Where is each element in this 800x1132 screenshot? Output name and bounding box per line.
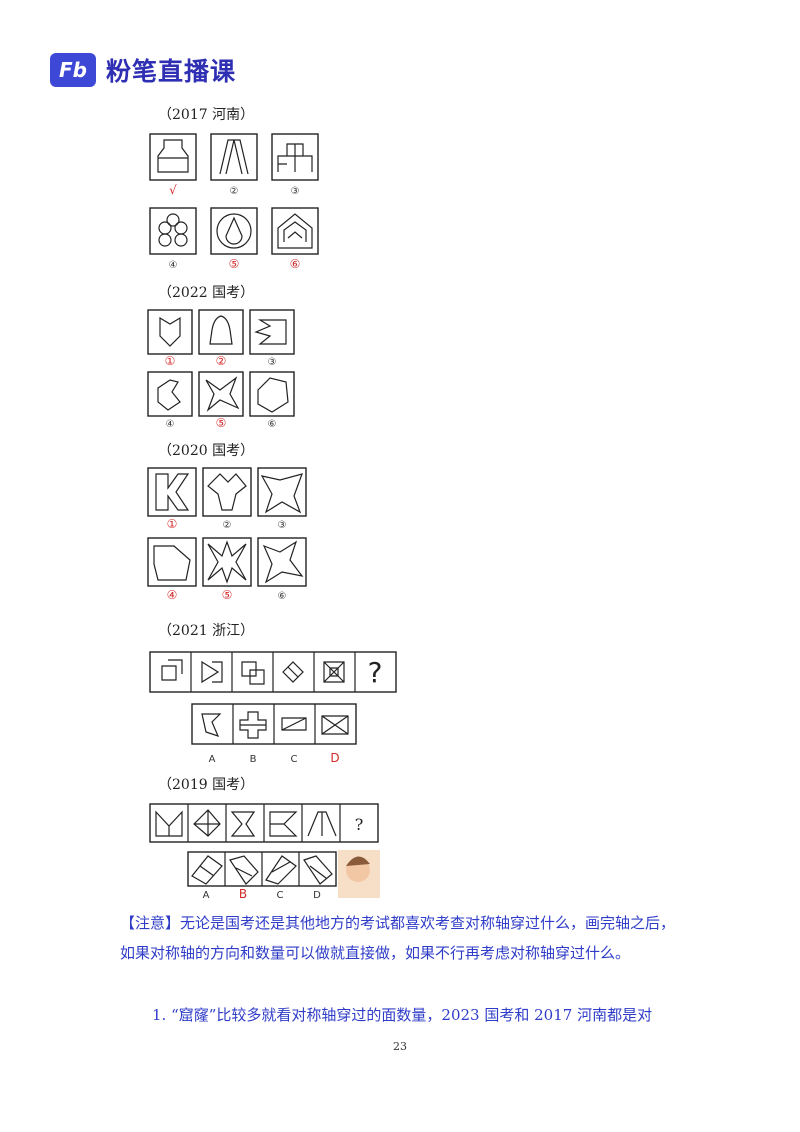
- number-3: ③: [278, 520, 287, 531]
- figure-2017-henan: √ ② ③ ④ ⑤ ⑥: [150, 134, 320, 274]
- number-3: ③: [268, 357, 277, 368]
- figure-2019-guokao: ? A B C D: [150, 804, 390, 900]
- number-6: ⑥: [268, 419, 277, 430]
- figure-2022-guokao: ① ② ③ ④ ⑤ ⑥: [148, 310, 298, 430]
- section-label-2022-guokao: （2022 国考）: [158, 282, 254, 302]
- option-d-answer: D: [330, 751, 339, 765]
- number-4: ④: [166, 419, 175, 430]
- note-lead: 【注意】: [120, 914, 180, 932]
- number-6: ⑥: [278, 591, 287, 602]
- number-2: ②: [223, 520, 232, 531]
- answer-mark-5: ⑤: [229, 257, 240, 271]
- option-a: A: [209, 754, 216, 765]
- option-b-answer: B: [239, 887, 247, 901]
- answer-mark-1: ①: [165, 354, 176, 368]
- number-2: ②: [230, 186, 239, 197]
- brand-mark-icon: Fb: [50, 53, 96, 87]
- section-label-2019-guokao: （2019 国考）: [158, 774, 254, 794]
- section-label-2020-guokao: （2020 国考）: [158, 440, 254, 460]
- option-b: B: [250, 754, 257, 765]
- brand-name: 粉笔直播课: [106, 52, 236, 88]
- option-d: D: [313, 890, 321, 901]
- figure-2021-zhejiang: ? A B C D: [150, 652, 400, 770]
- answer-mark-1: √: [169, 183, 177, 197]
- option-c: C: [277, 890, 284, 901]
- answer-mark-1: ①: [167, 517, 178, 531]
- answer-mark-2: ②: [216, 354, 227, 368]
- option-c: C: [291, 754, 298, 765]
- note-paragraph: 【注意】无论是国考还是其他地方的考试都喜欢考查对称轴穿过什么，画完轴之后，如果对…: [120, 908, 690, 968]
- answer-mark-5: ⑤: [216, 416, 227, 430]
- brand-logo: Fb 粉笔直播课: [50, 52, 236, 88]
- page-number: 23: [0, 1040, 800, 1053]
- option-a: A: [203, 890, 210, 901]
- answer-mark-4: ④: [167, 588, 178, 602]
- section-label-2021-zhejiang: （2021 浙江）: [158, 620, 254, 640]
- number-3: ③: [291, 186, 300, 197]
- figure-2020-guokao: ① ② ③ ④ ⑤ ⑥: [148, 468, 308, 604]
- question-mark: ?: [368, 656, 383, 689]
- answer-mark-5: ⑤: [222, 588, 233, 602]
- section-label-2017-henan: （2017 河南）: [158, 104, 254, 124]
- question-mark: ?: [355, 815, 364, 834]
- number-4: ④: [169, 260, 178, 271]
- note-body: 无论是国考还是其他地方的考试都喜欢考查对称轴穿过什么，画完轴之后，如果对称轴的方…: [120, 914, 675, 962]
- answer-mark-6: ⑥: [290, 257, 301, 271]
- note-item-1: 1. “窟窿”比较多就看对称轴穿过的面数量，2023 国考和 2017 河南都是…: [152, 1000, 692, 1030]
